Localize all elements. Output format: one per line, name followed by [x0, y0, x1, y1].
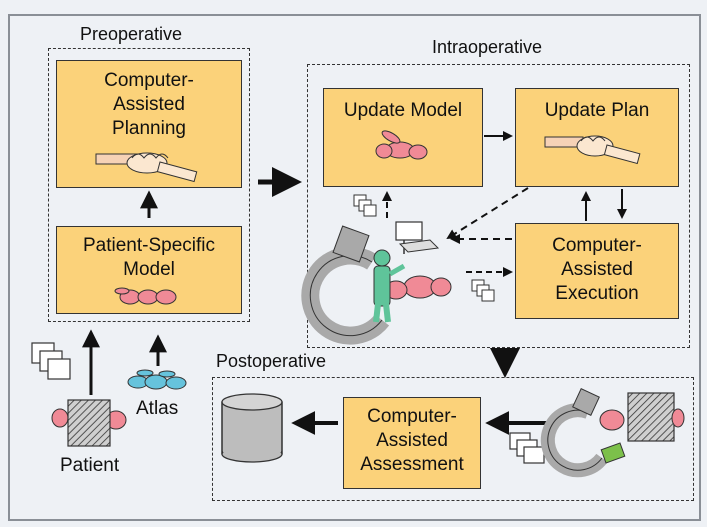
intraoperative-title: Intraoperative: [432, 37, 543, 57]
preoperative-title: Preoperative: [80, 24, 183, 44]
model-patient-icon: [114, 287, 177, 305]
update-plan-label: Update Plan: [544, 100, 650, 121]
postoperative-title: Postoperative: [216, 351, 327, 371]
execution-image-stack-icon: [471, 279, 495, 302]
update-model-label: Update Model: [343, 100, 463, 121]
patient-model-line-1: Patient-Specific: [82, 235, 215, 256]
planning-line-3: Planning: [112, 118, 186, 139]
assessment-line-3: Assessment: [360, 454, 464, 475]
intraoperative-phase: [307, 64, 690, 348]
patient-model-line-2: Model: [123, 259, 175, 280]
surgery-scene-icon: [301, 221, 452, 345]
atlas-label: Atlas: [136, 398, 179, 419]
update-plan-anatomy-icon: [544, 135, 641, 165]
planning-line-1: Computer-: [104, 70, 194, 91]
execution-box: Computer- Assisted Execution: [515, 223, 679, 319]
planning-line-2: Assisted: [113, 94, 185, 115]
update-model-box: Update Model: [323, 88, 483, 187]
planning-anatomy-icon: [95, 152, 198, 183]
planning-box: Computer- Assisted Planning: [56, 60, 242, 188]
intraop-image-stack-icon: [353, 194, 377, 217]
execution-line-2: Assisted: [561, 259, 633, 280]
atlas-figure-icon: [127, 369, 187, 390]
postop-scan-icon: [540, 388, 685, 478]
patient-label: Patient: [60, 455, 120, 476]
postoperative-phase: [212, 377, 694, 501]
preoperative-phase: [48, 48, 250, 322]
postop-image-stack-icon: [509, 432, 545, 464]
execution-line-1: Computer-: [552, 235, 642, 256]
database-icon: [221, 393, 283, 463]
assessment-line-1: Computer-: [367, 406, 457, 427]
image-stack-icon: [31, 342, 71, 380]
patient-scan-icon: [51, 399, 127, 447]
arrow-plan-to-tracker-dashed: [446, 187, 529, 240]
assessment-line-2: Assisted: [376, 430, 448, 451]
assessment-box: Computer- Assisted Assessment: [343, 397, 481, 489]
execution-line-3: Execution: [555, 283, 639, 304]
update-model-patient-icon: [375, 130, 428, 160]
